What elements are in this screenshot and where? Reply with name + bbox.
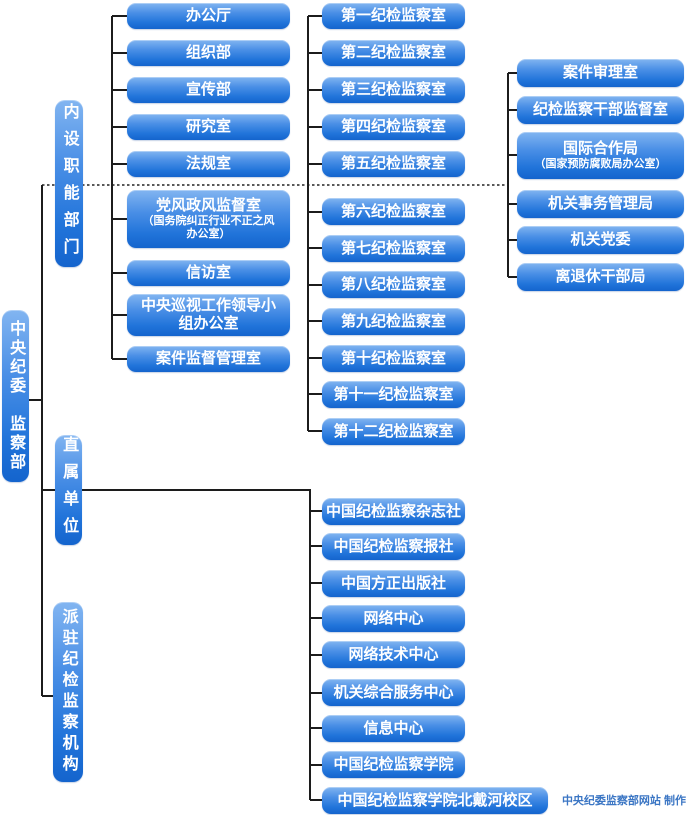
node-general-office: 办公厅 (127, 3, 290, 29)
solid-connectors (29, 15, 517, 801)
footer-credit: 中央纪委监察部网站 制作 (561, 795, 686, 807)
node-branch-dispatched-agencies: 派驻纪检监察机构 (53, 602, 83, 782)
node-root-ccdi-mos: 中央纪委 监察部 (2, 310, 29, 482)
node-agency-affairs-bureau: 机关事务管理局 (517, 190, 684, 218)
node-network-center: 网络中心 (322, 605, 465, 632)
node-international-cooperation-sublabel: （国家预防腐败局办公室） (534, 158, 667, 171)
node-inspection-room-2: 第二纪检监察室 (322, 40, 465, 66)
node-party-style-supervision-sublabel: （国务院纠正行业不正之风办公室） (142, 215, 275, 241)
node-research-office: 研究室 (127, 114, 290, 140)
node-inspection-room-5: 第五纪检监察室 (322, 151, 465, 177)
node-inspection-room-7: 第七纪检监察室 (322, 235, 465, 262)
node-network-tech-center: 网络技术中心 (322, 641, 465, 668)
node-inspection-room-4: 第四纪检监察室 (322, 114, 465, 140)
node-regulations-office: 法规室 (127, 151, 290, 177)
node-fangzheng-press: 中国方正出版社 (322, 570, 465, 597)
node-inspection-room-3: 第三纪检监察室 (322, 77, 465, 103)
node-party-style-supervision-label: 党风政风监督室 (155, 196, 261, 214)
node-case-supervision-management-office: 案件监督管理室 (127, 346, 290, 372)
node-organization-dept: 组织部 (127, 40, 290, 66)
node-retired-cadres-bureau: 离退休干部局 (517, 263, 684, 291)
node-party-style-supervision-office: 党风政风监督室 （国务院纠正行业不正之风办公室） (127, 190, 290, 248)
node-branch-direct-label: 直属单位 (60, 436, 78, 544)
node-inspection-room-6: 第六纪检监察室 (322, 198, 465, 225)
node-international-cooperation-label: 国际合作局 (562, 139, 638, 157)
node-agency-party-committee: 机关党委 (517, 226, 684, 254)
node-inspection-room-1: 第一纪检监察室 (322, 3, 465, 29)
node-central-inspection-leading-group-office: 中央巡视工作领导小组办公室 (127, 294, 290, 336)
node-inspection-magazine: 中国纪检监察杂志社 (322, 498, 465, 525)
node-inspection-room-9: 第九纪检监察室 (322, 308, 465, 335)
node-root-label: 中央纪委 监察部 (7, 320, 25, 472)
node-inspection-newspaper: 中国纪检监察报社 (322, 533, 465, 560)
node-inspection-room-12: 第十二纪检监察室 (322, 418, 465, 445)
node-inspection-room-8: 第八纪检监察室 (322, 271, 465, 298)
node-inspection-academy: 中国纪检监察学院 (322, 751, 465, 778)
node-branch-direct-units: 直属单位 (55, 435, 82, 545)
node-inspection-room-11: 第十一纪检监察室 (322, 381, 465, 408)
node-case-review-office: 案件审理室 (517, 59, 684, 87)
node-branch-internal-label: 内设职能部门 (60, 102, 78, 265)
node-propaganda-dept: 宣传部 (127, 77, 290, 103)
node-information-center: 信息中心 (322, 715, 465, 742)
node-branch-internal-departments: 内设职能部门 (55, 100, 83, 267)
node-agency-service-center: 机关综合服务中心 (322, 679, 465, 706)
node-inspection-room-10: 第十纪检监察室 (322, 345, 465, 372)
node-inspection-academy-beidaihe: 中国纪检监察学院北戴河校区 (322, 787, 548, 814)
node-petition-office: 信访室 (127, 260, 290, 286)
node-cadre-supervision-office: 纪检监察干部监督室 (517, 96, 684, 124)
node-branch-dispatched-label: 派驻纪检监察机构 (59, 608, 77, 776)
node-international-cooperation-bureau: 国际合作局 （国家预防腐败局办公室） (517, 132, 684, 179)
